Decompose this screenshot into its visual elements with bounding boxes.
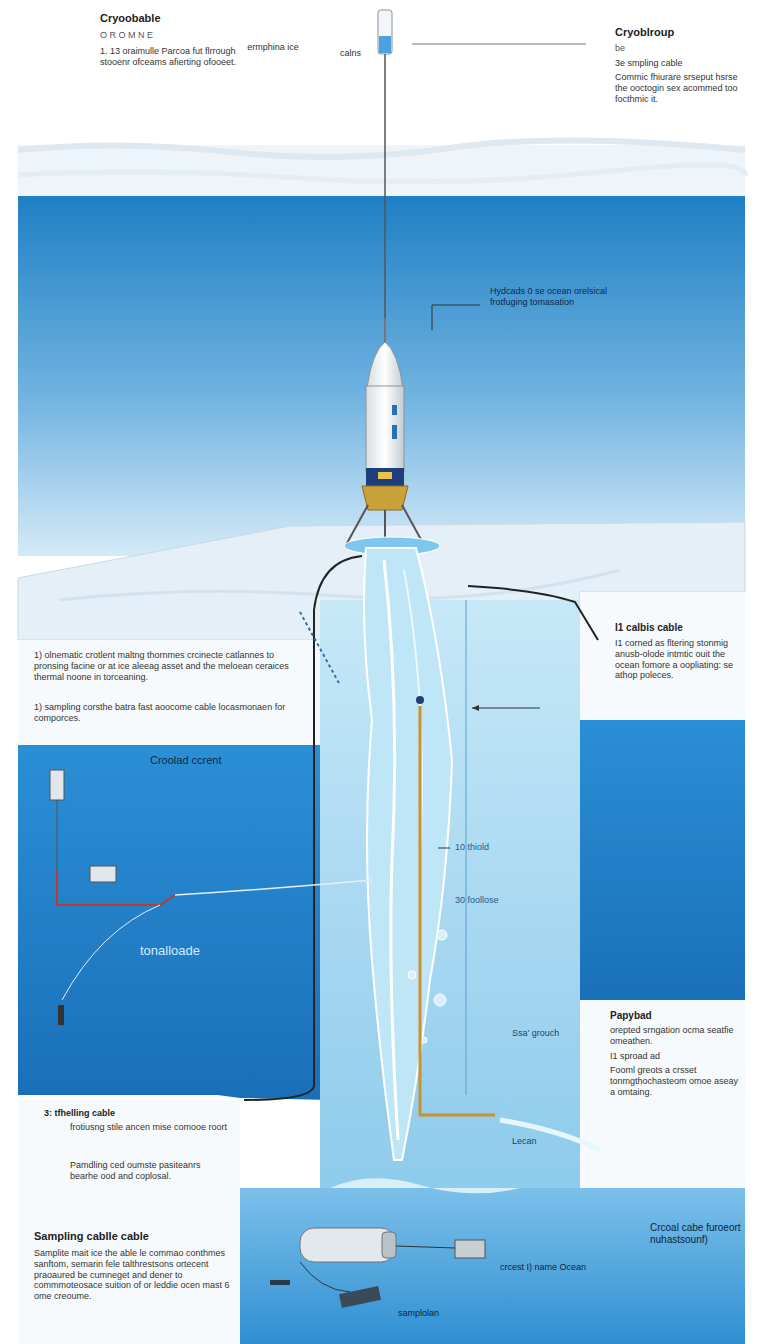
note-text: I1 corned as fltering stonmig anusb-olod… <box>615 638 743 681</box>
plume-streak <box>384 560 398 1140</box>
title: Cryoobable <box>100 12 250 25</box>
leader-line <box>432 305 480 330</box>
subtitle: O R O M N E <box>100 30 250 41</box>
panel <box>18 1100 240 1344</box>
part-label: tonalloade <box>140 943 250 959</box>
subtitle: be <box>615 43 675 54</box>
wire <box>57 800 58 870</box>
heading: I1 calbis cable <box>615 622 745 634</box>
panel <box>18 640 320 745</box>
panel <box>580 1000 745 1188</box>
antenna <box>384 318 386 345</box>
sampler-plate <box>339 1286 381 1308</box>
control-box <box>90 866 116 882</box>
heading: Papybad <box>610 1010 740 1022</box>
outflow <box>500 1120 600 1150</box>
callout-text: Ssa' grouch <box>512 1028 578 1039</box>
note-text: frotiusng stile ancen mise comooe roort <box>70 1122 230 1133</box>
vial-fluid <box>379 36 391 53</box>
melt-shaft <box>320 600 580 1188</box>
note-text: Commic fhiurare srseput hsrse the ooctog… <box>615 72 745 104</box>
part-label: calns <box>340 48 390 59</box>
note-text: 1) sampling corsthe batra fast aoocome c… <box>34 702 296 724</box>
rule-line <box>412 44 586 45</box>
part-label: ermphina ice <box>236 42 310 53</box>
ice-texture <box>18 140 745 157</box>
tether <box>384 54 386 332</box>
vial <box>378 10 392 54</box>
ocean <box>240 1188 745 1344</box>
sensor <box>58 1005 64 1025</box>
callout-text: Lecan <box>512 1136 562 1147</box>
wire <box>396 1246 455 1248</box>
dotted-line <box>300 612 340 685</box>
callout-text: 30 foollose <box>455 895 535 906</box>
ice-texture <box>60 570 620 600</box>
water-region <box>580 720 745 1000</box>
cable <box>244 556 362 1100</box>
probe-band <box>366 468 404 486</box>
wire <box>175 880 372 895</box>
melt-plume <box>364 548 452 1160</box>
probe-nose <box>367 342 403 388</box>
callout-text: 10 thiold <box>455 842 535 853</box>
note-text: Pamdling ced oumste pasiteanrs bearhe oo… <box>70 1160 230 1182</box>
callout-text: crcest I) name Ocean <box>500 1262 590 1273</box>
probe-port <box>392 405 397 415</box>
droplet <box>421 1037 427 1043</box>
callout-text: samplolan <box>398 1308 478 1319</box>
part-label: 3e smpling cable <box>615 58 745 69</box>
canister-cap <box>382 1232 396 1258</box>
cable <box>468 586 598 640</box>
part-label: I1 sproad ad <box>610 1051 740 1062</box>
gauge <box>50 770 64 800</box>
note-text: Samplite mait ice the able le commao con… <box>34 1248 236 1302</box>
sampling-rod <box>420 706 495 1115</box>
wire <box>57 870 175 905</box>
debris <box>270 1280 290 1285</box>
callout-text: Crcoal cabe furoeort nuhastsounf) <box>650 1222 745 1246</box>
probe-port <box>392 425 397 439</box>
leader-line <box>438 848 450 849</box>
note-text: 1. 13 oraimulle Parcoa fut flrrough stoo… <box>100 46 250 68</box>
heading: 3: tfhelling cable <box>44 1108 234 1119</box>
wire <box>300 1262 350 1292</box>
arrow-head <box>472 705 479 711</box>
water-region <box>18 196 745 556</box>
probe-base <box>362 486 408 510</box>
note-text: orepted srngation ocma seatfie omeathen. <box>610 1025 745 1047</box>
droplet <box>408 971 416 979</box>
panel <box>580 592 745 720</box>
probe-body <box>366 386 404 472</box>
leader-line <box>472 708 540 709</box>
note-text: Fooml greots a crsset tonmgthochasteom o… <box>610 1065 745 1097</box>
probe-tip <box>384 510 386 538</box>
sensor-dot <box>416 696 424 704</box>
foam <box>330 1178 520 1193</box>
part-label: Croolad ccrent <box>150 754 240 767</box>
heading: Sampling cablle cable <box>34 1230 234 1243</box>
droplet <box>437 930 447 940</box>
water-region <box>18 745 330 1095</box>
canister <box>300 1228 395 1262</box>
callout-text: Hydcads 0 se ocean orelsical frotfuging … <box>490 286 620 308</box>
heading: Cryoblroup <box>615 26 745 39</box>
probe-display <box>378 472 392 479</box>
ice-texture <box>18 165 745 182</box>
note-text: 1) olnematic crotlent maltng thornmes cr… <box>34 650 296 682</box>
droplet <box>434 994 446 1006</box>
sampler-box <box>455 1240 485 1258</box>
